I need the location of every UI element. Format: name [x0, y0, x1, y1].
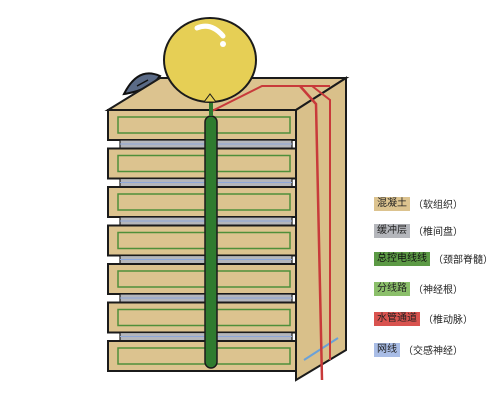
concrete-slab: [107, 109, 299, 141]
spine-building-diagram: [104, 17, 350, 382]
legend-item-main-cable: 总控电线线 （颈部脊髓）: [374, 251, 488, 266]
legend-label: 网线: [374, 342, 400, 357]
branch-wiring: [117, 347, 291, 365]
legend-note: （椎间盘）: [413, 227, 463, 238]
branch-wiring: [117, 270, 291, 288]
legend-note: （神经根）: [413, 285, 463, 296]
concrete-slab: [107, 224, 299, 257]
concrete-slab: [107, 263, 299, 295]
legend-label: 混凝土: [374, 196, 410, 211]
legend-note: （交感神经）: [403, 346, 463, 357]
legend-label: 分线路: [374, 281, 410, 296]
legend-label: 总控电线线: [374, 251, 430, 266]
branch-wiring: [117, 116, 291, 134]
concrete-slab: [107, 340, 299, 372]
legend-item-buffer: 缓冲层 （椎间盘）: [374, 223, 463, 238]
legend-item-water-pipe: 水管通道 （椎动脉）: [374, 311, 473, 326]
balloon-icon: [163, 17, 257, 103]
branch-wiring: [117, 154, 291, 173]
main-cable: [204, 100, 218, 369]
concrete-slab: [107, 147, 299, 180]
branch-wiring: [117, 231, 291, 250]
legend-label: 缓冲层: [374, 223, 410, 238]
water-pipe: [209, 85, 331, 381]
legend-note: （椎动脉）: [423, 315, 473, 326]
legend-item-network: 网线 （交感神经）: [374, 342, 463, 357]
legend-note: （软组织）: [413, 200, 463, 211]
legend-note: （颈部脊髓）: [433, 255, 488, 266]
branch-wiring: [117, 193, 291, 211]
legend-item-branch: 分线路 （神经根）: [374, 281, 463, 296]
legend-label: 水管通道: [374, 311, 420, 326]
concrete-slab: [107, 301, 299, 334]
legend-item-concrete: 混凝土 （软组织）: [374, 196, 463, 211]
branch-wiring: [117, 308, 291, 327]
concrete-slab: [107, 186, 299, 218]
right-wall: [295, 76, 347, 382]
